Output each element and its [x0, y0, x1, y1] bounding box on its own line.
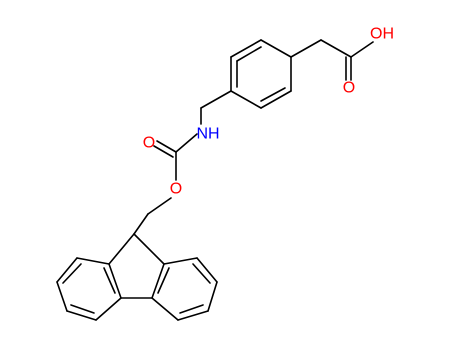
atom-o-acid-label: O — [343, 80, 355, 97]
fluorene-inner-bond — [192, 263, 211, 284]
fluorene-bond — [95, 297, 122, 321]
atom-o-carbonyl-label: O — [143, 135, 155, 152]
fluorene-bond — [108, 233, 135, 265]
bonds-group — [56, 39, 374, 321]
ring-inner-bond — [236, 46, 262, 62]
fluorene-bond — [66, 310, 97, 321]
atom-oh-label: OH — [370, 26, 394, 43]
atom-o-ester-label: O — [170, 181, 182, 198]
fluorene-inner-bond — [103, 267, 116, 294]
ring-bond — [230, 39, 262, 58]
fluorene-inner-bond — [179, 304, 204, 314]
fluorene-bond — [151, 297, 179, 321]
fluorene-bond — [163, 257, 198, 265]
ring-bond — [260, 90, 292, 109]
fluorene-bond — [56, 281, 68, 312]
fluorene-bond — [177, 310, 209, 321]
n-c-bond — [175, 133, 198, 153]
fluorene-bond — [108, 263, 122, 299]
fluorene-inner-bond — [70, 304, 95, 314]
fluorene-bond — [56, 257, 78, 283]
fluorene-bond — [76, 257, 110, 265]
ch2-ch-bond — [133, 213, 149, 235]
fluorene-bond — [151, 263, 165, 299]
fluorene-inner-bond — [62, 263, 82, 284]
fluorene-bond — [133, 233, 165, 265]
ch2-bond — [200, 90, 232, 109]
ring-bond — [260, 39, 292, 58]
fluorene-bond — [207, 281, 218, 312]
c-oh-bond — [350, 41, 374, 58]
ring-bond — [230, 90, 262, 109]
c-o-double-bond — [153, 145, 174, 158]
acid-c-bond — [320, 39, 352, 58]
atom-nh-label: NH — [196, 126, 219, 143]
ring-inner-bond — [260, 87, 286, 102]
ch2-bond — [290, 39, 322, 58]
o-ch2-bond — [147, 197, 172, 215]
c-o-double-bond — [156, 140, 177, 153]
fluorene-bond — [196, 257, 218, 283]
fluorene-inner-bond — [157, 267, 170, 294]
